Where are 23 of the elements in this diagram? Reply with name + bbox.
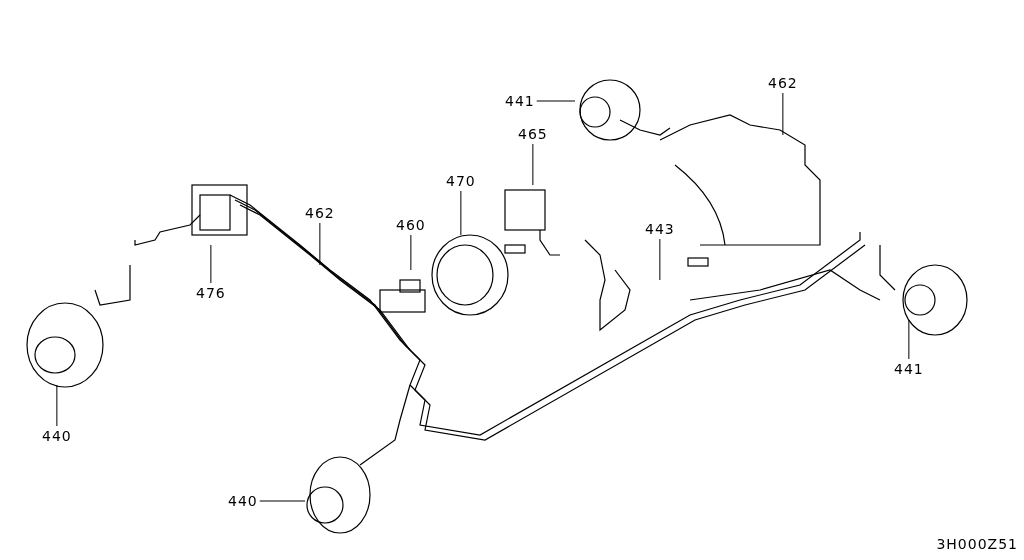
leader-line (536, 100, 576, 102)
leader-line (532, 143, 534, 186)
leader-line (210, 244, 212, 284)
callout-number: 476 (196, 285, 226, 301)
callout-number: 460 (396, 217, 426, 233)
callout-number: 441 (505, 93, 535, 109)
leader-line (782, 92, 784, 136)
callout-number: 462 (305, 205, 335, 221)
callout-number: 470 (446, 173, 476, 189)
leader-line (259, 500, 306, 502)
leader-line (908, 319, 910, 360)
callout-number: 443 (645, 221, 675, 237)
leader-line (319, 222, 321, 266)
callout-number: 462 (768, 75, 798, 91)
callout-number: 441 (894, 361, 924, 377)
leader-line (410, 234, 412, 271)
callout-number: 465 (518, 126, 548, 142)
callout-number: 440 (228, 493, 258, 509)
leader-line (659, 238, 661, 281)
callout-number: 440 (42, 428, 72, 444)
leader-line (56, 384, 58, 427)
leader-line (460, 190, 462, 236)
drawing-number: 3H000Z51 (936, 536, 1018, 552)
